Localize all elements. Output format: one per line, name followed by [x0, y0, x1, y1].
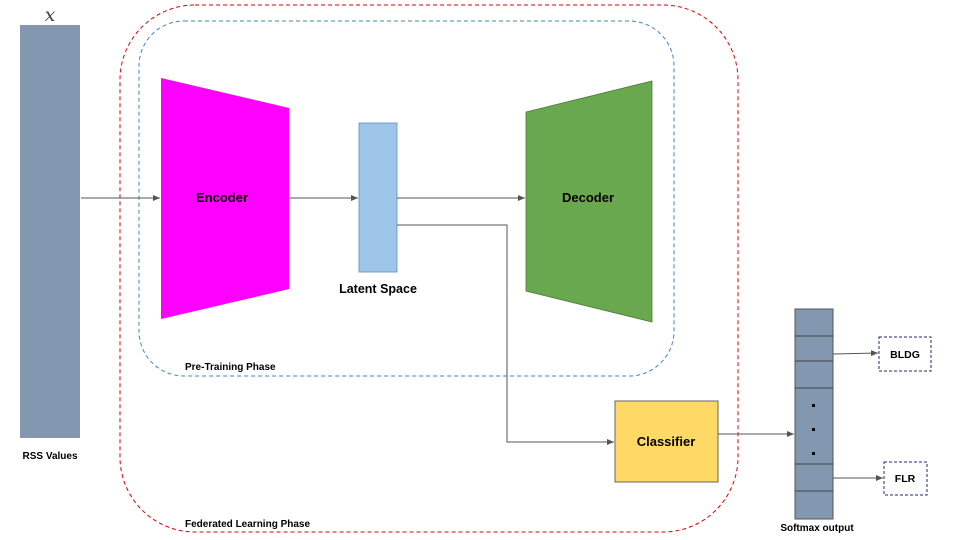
decoder-label: Decoder [562, 190, 614, 205]
arrow-latent-to-classifier [397, 224, 614, 445]
input-variable: x [45, 4, 56, 26]
arrow-softmax-to-bldg [832, 350, 879, 357]
bldg-output-box [878, 336, 932, 372]
ellipsis-dot [812, 404, 815, 407]
softmax-output-column [794, 308, 834, 520]
connectors [81, 195, 883, 481]
softmax-output-label: Softmax output [780, 523, 854, 534]
decoder-shape [525, 80, 653, 323]
encoder-shape [161, 78, 289, 319]
encoder-label: Encoder [196, 190, 248, 205]
softmax-bar [794, 308, 834, 520]
latent-space-bar [358, 122, 398, 273]
bldg-label: BLDG [890, 349, 920, 361]
ellipsis-dot [812, 452, 815, 455]
flr-label: FLR [895, 473, 916, 485]
ellipsis-dot [812, 428, 815, 431]
rss-input-bar [20, 25, 80, 438]
flr-output-box [883, 461, 928, 496]
classifier-label: Classifier [637, 434, 696, 449]
classifier-box [614, 400, 719, 483]
rss-values-label: RSS Values [22, 451, 77, 462]
pre-training-phase-label: Pre-Training Phase [185, 362, 276, 373]
federated-learning-region [119, 4, 739, 533]
federated-learning-phase-label: Federated Learning Phase [185, 519, 310, 530]
latent-space-label: Latent Space [339, 282, 417, 296]
